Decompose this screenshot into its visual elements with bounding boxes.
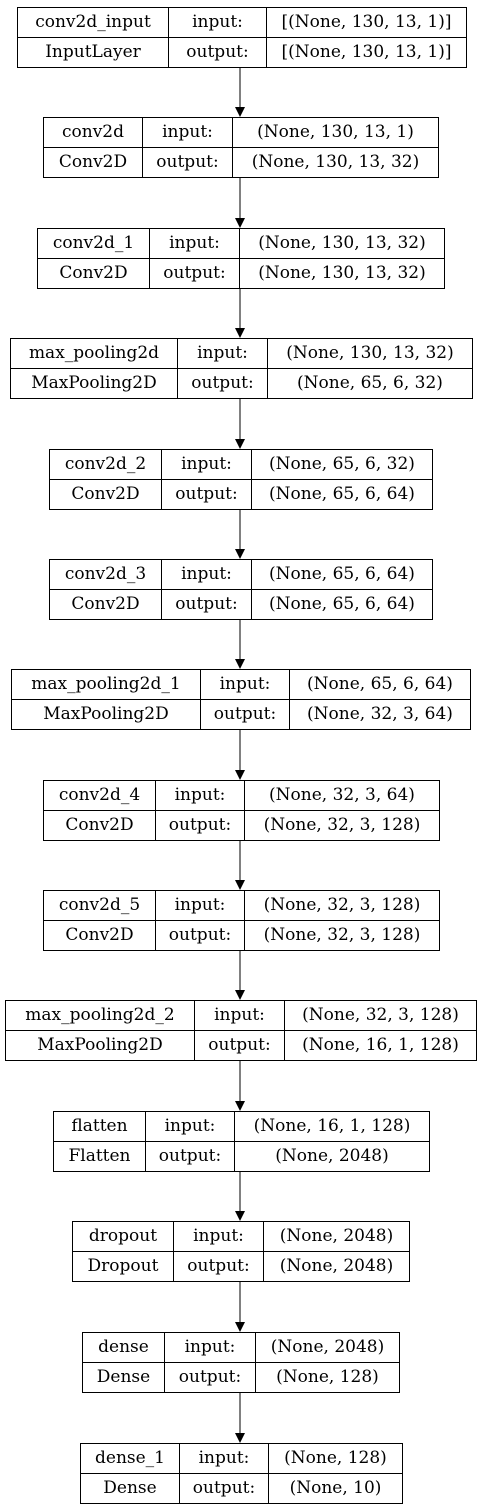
layer-node-conv2d-5: conv2d_5 input: (None, 32, 3, 128) Conv2…: [43, 890, 440, 951]
output-label: output:: [155, 810, 244, 840]
layer-node-conv2d-4: conv2d_4 input: (None, 32, 3, 64) Conv2D…: [43, 780, 440, 841]
input-label: input:: [177, 339, 267, 368]
input-shape: (None, 32, 3, 64): [244, 781, 439, 810]
output-shape: (None, 32, 3, 128): [244, 810, 439, 840]
input-label: input:: [142, 118, 232, 147]
input-shape: (None, 130, 13, 32): [267, 339, 472, 368]
input-label: input:: [149, 229, 239, 258]
layer-type: Conv2D: [38, 258, 149, 288]
output-shape: (None, 128): [255, 1362, 399, 1392]
output-shape: (None, 16, 1, 128): [284, 1030, 476, 1060]
input-label: input:: [155, 891, 244, 920]
layer-name: flatten: [71, 1116, 128, 1136]
input-shape: (None, 130, 13, 1): [232, 118, 438, 147]
layer-node-dense-1: dense_1 input: (None, 128) Dense output:…: [80, 1443, 403, 1504]
layer-node-conv2d-2: conv2d_2 input: (None, 65, 6, 32) Conv2D…: [49, 449, 433, 510]
output-shape: (None, 65, 6, 32): [267, 368, 472, 398]
layer-node-conv2d-input: conv2d_input input: [(None, 130, 13, 1)]…: [17, 7, 467, 68]
layer-name: conv2d_4: [58, 785, 141, 805]
layer-name: conv2d_2: [64, 454, 147, 474]
input-shape: (None, 65, 6, 32): [251, 450, 432, 479]
layer-type: Dropout: [73, 1251, 173, 1281]
layer-type: Flatten: [54, 1141, 145, 1171]
layer-type: Conv2D: [44, 147, 142, 177]
output-label: output:: [161, 589, 251, 619]
layer-name: max_pooling2d: [28, 343, 160, 363]
layer-type: Conv2D: [44, 810, 155, 840]
layer-name: conv2d_1: [52, 233, 135, 253]
output-label: output:: [179, 1473, 268, 1503]
output-shape: (None, 2048): [263, 1251, 409, 1281]
output-shape: (None, 130, 13, 32): [239, 258, 444, 288]
input-shape: (None, 32, 3, 128): [284, 1001, 476, 1030]
input-shape: (None, 2048): [255, 1333, 399, 1362]
output-shape: (None, 10): [268, 1473, 402, 1503]
output-label: output:: [149, 258, 239, 288]
layer-node-conv2d-1: conv2d_1 input: (None, 130, 13, 32) Conv…: [37, 228, 445, 289]
layer-node-dropout: dropout input: (None, 2048) Dropout outp…: [72, 1221, 410, 1282]
output-shape: (None, 65, 6, 64): [251, 479, 432, 509]
input-shape: (None, 16, 1, 128): [234, 1112, 429, 1141]
layer-name: dense_1: [95, 1448, 165, 1468]
output-shape: [(None, 130, 13, 1)]: [266, 37, 466, 67]
output-label: output:: [161, 479, 251, 509]
input-label: input:: [161, 560, 251, 589]
layer-type: Conv2D: [50, 589, 161, 619]
output-shape: (None, 2048): [234, 1141, 429, 1171]
layer-name: dropout: [88, 1226, 158, 1246]
layer-type: Conv2D: [50, 479, 161, 509]
layer-type: MaxPooling2D: [11, 368, 177, 398]
layer-name: max_pooling2d_2: [25, 1005, 175, 1025]
input-label: input:: [168, 8, 266, 37]
input-shape: [(None, 130, 13, 1)]: [266, 8, 466, 37]
layer-name: conv2d_3: [64, 564, 147, 584]
output-label: output:: [194, 1030, 284, 1060]
output-label: output:: [142, 147, 232, 177]
layer-node-flatten: flatten input: (None, 16, 1, 128) Flatte…: [53, 1111, 430, 1172]
output-shape: (None, 32, 3, 128): [244, 920, 439, 950]
layer-type: MaxPooling2D: [12, 699, 200, 729]
layer-name: max_pooling2d_1: [31, 674, 181, 694]
layer-type: Dense: [83, 1362, 164, 1392]
input-label: input:: [145, 1112, 234, 1141]
layer-type: Dense: [81, 1473, 179, 1503]
input-label: input:: [155, 781, 244, 810]
layer-node-conv2d: conv2d input: (None, 130, 13, 1) Conv2D …: [43, 117, 439, 178]
input-shape: (None, 2048): [263, 1222, 409, 1251]
layer-node-max-pooling2d-2: max_pooling2d_2 input: (None, 32, 3, 128…: [5, 1000, 477, 1061]
input-label: input:: [173, 1222, 263, 1251]
output-shape: (None, 32, 3, 64): [289, 699, 470, 729]
input-label: input:: [194, 1001, 284, 1030]
input-shape: (None, 130, 13, 32): [239, 229, 444, 258]
output-label: output:: [177, 368, 267, 398]
layer-node-max-pooling2d-1: max_pooling2d_1 input: (None, 65, 6, 64)…: [11, 669, 471, 730]
output-label: output:: [164, 1362, 255, 1392]
output-label: output:: [173, 1251, 263, 1281]
layer-name: dense: [98, 1337, 149, 1357]
layer-type: InputLayer: [18, 37, 168, 67]
layer-name: conv2d: [61, 122, 124, 142]
output-label: output:: [145, 1141, 234, 1171]
input-shape: (None, 65, 6, 64): [289, 670, 470, 699]
input-label: input:: [161, 450, 251, 479]
output-shape: (None, 65, 6, 64): [251, 589, 432, 619]
input-shape: (None, 32, 3, 128): [244, 891, 439, 920]
input-shape: (None, 65, 6, 64): [251, 560, 432, 589]
layer-type: MaxPooling2D: [6, 1030, 194, 1060]
layer-type: Conv2D: [44, 920, 155, 950]
input-label: input:: [200, 670, 289, 699]
output-label: output:: [155, 920, 244, 950]
layer-node-max-pooling2d: max_pooling2d input: (None, 130, 13, 32)…: [10, 338, 473, 399]
layer-name: conv2d_5: [58, 895, 141, 915]
input-shape: (None, 128): [268, 1444, 402, 1473]
output-label: output:: [200, 699, 289, 729]
layer-node-dense: dense input: (None, 2048) Dense output: …: [82, 1332, 400, 1393]
input-label: input:: [179, 1444, 268, 1473]
output-label: output:: [168, 37, 266, 67]
output-shape: (None, 130, 13, 32): [232, 147, 438, 177]
layer-node-conv2d-3: conv2d_3 input: (None, 65, 6, 64) Conv2D…: [49, 559, 433, 620]
layer-name: conv2d_input: [35, 12, 151, 32]
input-label: input:: [164, 1333, 255, 1362]
